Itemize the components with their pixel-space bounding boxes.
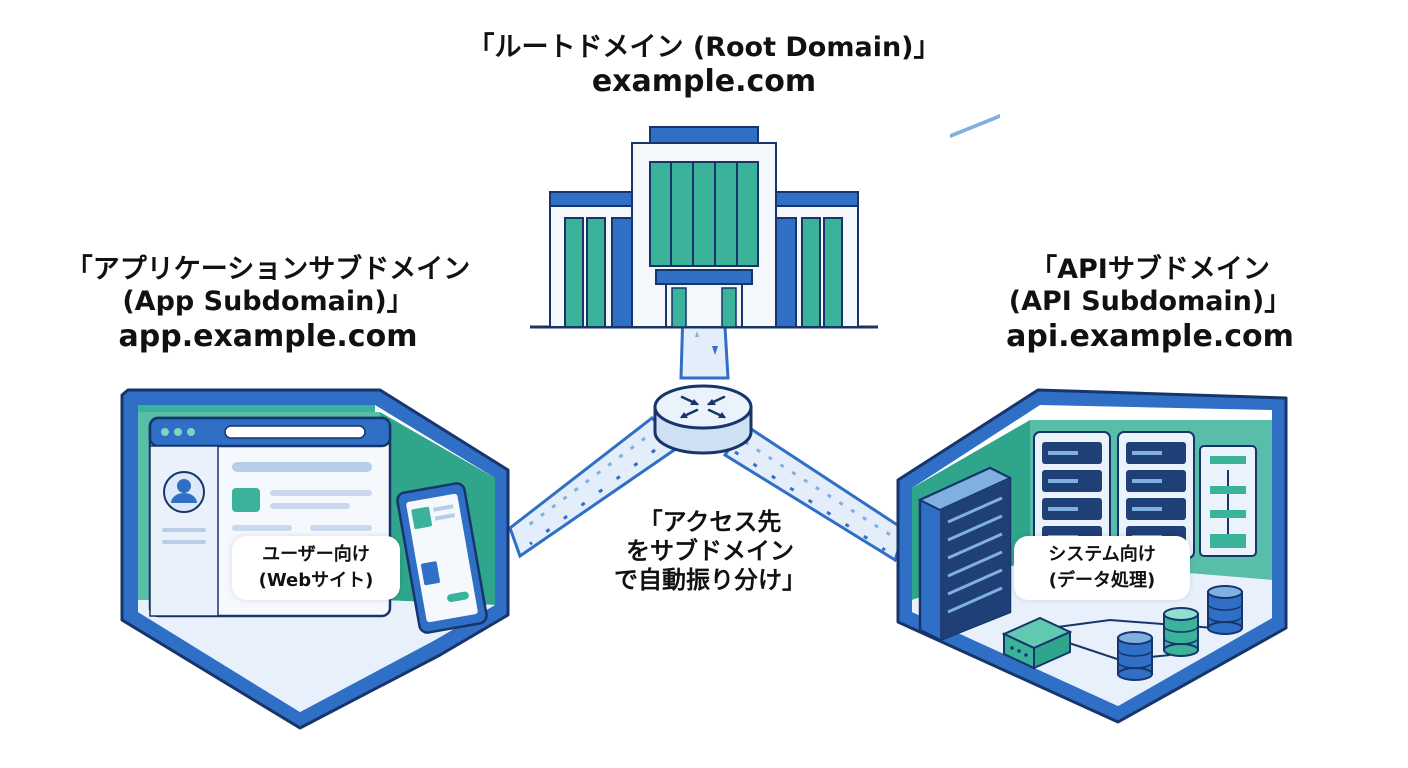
- app-subdomain-name: app.example.com: [118, 318, 418, 354]
- app-subdomain-label: 「アプリケーションサブドメイン (App Subdomain)」 app.exa…: [18, 254, 518, 355]
- api-audience-bubble: システム向け (データ処理): [1014, 536, 1190, 601]
- database-cylinders: [1117, 585, 1243, 681]
- root-domain-name: example.com: [591, 64, 817, 100]
- api-room-illustration: [896, 113, 1288, 724]
- app-room-illustration: [120, 388, 510, 730]
- network-switch: [1001, 616, 1073, 670]
- routing-caption-3: で自動振り分け」: [614, 565, 806, 594]
- router-icon: [653, 384, 753, 455]
- api-audience-line-2: (データ処理): [1048, 570, 1156, 592]
- routing-caption-2: をサブドメイン: [626, 536, 794, 565]
- app-subdomain-title-1: 「アプリケーションサブドメイン: [65, 254, 471, 285]
- root-building-illustration: [530, 126, 878, 329]
- api-subdomain-title-1: 「APIサブドメイン: [1030, 254, 1270, 285]
- app-audience-line-2: (Webサイト): [258, 570, 374, 592]
- api-subdomain-label: 「APIサブドメイン (API Subdomain)」 api.example.…: [960, 254, 1340, 355]
- server-racks: [1033, 431, 1257, 559]
- app-audience-line-1: ユーザー向け: [262, 544, 370, 565]
- server-tower: [917, 113, 1013, 642]
- api-subdomain-title-2: (API Subdomain)」: [1008, 286, 1292, 318]
- routing-caption-1: 「アクセス先: [638, 508, 782, 536]
- routing-caption: 「アクセス先 をサブドメイン で自動振り分け」: [590, 508, 830, 594]
- root-domain-label: 「ルートドメイン (Root Domain)」 example.com: [404, 32, 1004, 100]
- app-audience-bubble: ユーザー向け (Webサイト): [232, 536, 400, 601]
- api-subdomain-name: api.example.com: [1006, 318, 1294, 354]
- app-subdomain-title-2: (App Subdomain)」: [122, 286, 414, 318]
- api-audience-line-1: システム向け: [1048, 544, 1156, 565]
- root-domain-title: 「ルートドメイン (Root Domain)」: [467, 32, 941, 63]
